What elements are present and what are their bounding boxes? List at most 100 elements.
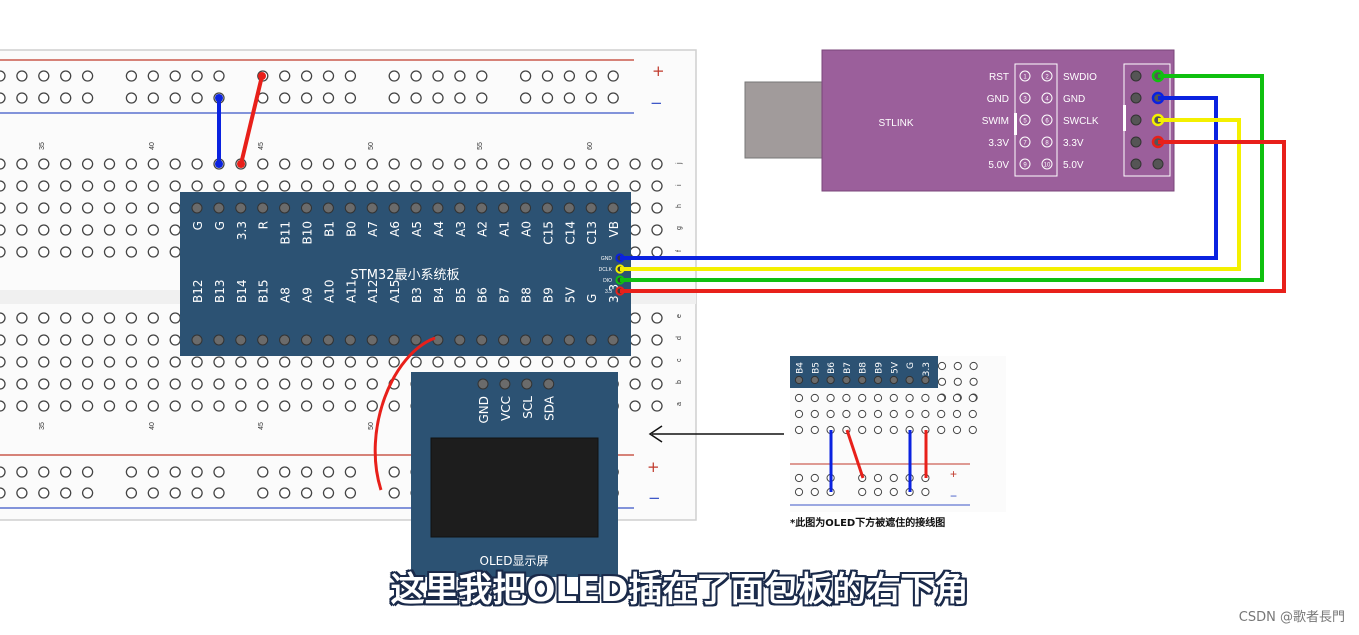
- inset-hole: [921, 409, 930, 419]
- terminal-hole: [344, 356, 357, 368]
- terminal-hole: [541, 180, 554, 192]
- stlink-left-label: SWIM: [982, 116, 1009, 127]
- stm32-debug-pin-label: 3.3: [605, 289, 612, 295]
- terminal-hole: [279, 158, 291, 170]
- terminal-hole: [16, 158, 28, 170]
- terminal-hole: [629, 312, 641, 324]
- stm32-bottom-pin-label: B6: [476, 287, 490, 303]
- terminal-hole: [147, 400, 159, 412]
- terminal-hole: [563, 158, 576, 170]
- rail-hole: [344, 92, 357, 104]
- terminal-hole: [38, 246, 50, 258]
- stm32-top-pin: [322, 202, 334, 214]
- terminal-hole: [388, 400, 400, 412]
- rail-hole: [344, 70, 357, 82]
- stm32-bottom-pin: [344, 334, 356, 346]
- terminal-hole: [147, 334, 159, 346]
- stlink-left-label: 5.0V: [988, 160, 1009, 171]
- inset-pin: [794, 375, 804, 385]
- rail-hole: [585, 92, 597, 104]
- stm32-top-pin: [563, 202, 575, 214]
- terminal-hole: [60, 400, 72, 412]
- stlink-right-label: 3.3V: [1063, 138, 1084, 149]
- stm32-top-pin-label: 3.3: [235, 221, 249, 240]
- stm32-top-pin: [410, 202, 422, 214]
- terminal-hole: [300, 356, 313, 368]
- stm32-bottom-pin: [432, 334, 444, 346]
- bottom-plus-symbol: +: [647, 458, 660, 476]
- terminal-hole: [0, 334, 6, 346]
- terminal-hole: [125, 180, 138, 192]
- terminal-hole: [541, 356, 554, 368]
- column-number: 40: [149, 422, 156, 430]
- terminal-hole: [322, 400, 335, 412]
- stm32-top-pin-label: A0: [520, 221, 534, 237]
- stm32-bottom-pin-label: B14: [235, 279, 249, 303]
- rail-hole: [16, 466, 28, 478]
- inset-rail-hole: [921, 487, 930, 497]
- terminal-hole: [103, 312, 116, 324]
- terminal-hole: [257, 400, 269, 412]
- stm32-top-pin: [213, 202, 225, 214]
- terminal-hole: [38, 158, 50, 170]
- terminal-hole: [344, 180, 357, 192]
- oled-screen: [430, 437, 599, 538]
- terminal-hole: [607, 356, 619, 368]
- rail-hole: [60, 70, 72, 82]
- row-letter: e: [676, 314, 683, 318]
- oled-pin-label: SCL: [521, 396, 535, 419]
- terminal-hole: [169, 180, 181, 192]
- stm32-top-pin-label: B0: [344, 221, 358, 237]
- rail-hole: [322, 92, 335, 104]
- terminal-hole: [169, 400, 181, 412]
- stlink-pin-number: 6: [1045, 119, 1049, 125]
- oled-pin: [521, 378, 533, 390]
- inset-rail-hole: [889, 473, 898, 483]
- rail-hole: [300, 487, 313, 499]
- rail-hole: [125, 92, 138, 104]
- terminal-hole: [125, 246, 138, 258]
- rail-hole: [563, 70, 576, 82]
- inset-hole: [842, 393, 851, 403]
- stlink-pin-ring: [1019, 136, 1031, 148]
- swdio-wire: [620, 74, 1264, 282]
- terminal-hole: [0, 312, 6, 324]
- terminal-hole: [629, 180, 641, 192]
- rail-hole: [257, 466, 269, 478]
- terminal-hole: [169, 246, 181, 258]
- terminal-hole: [169, 224, 181, 236]
- terminal-hole: [125, 202, 138, 214]
- terminal-hole: [279, 400, 291, 412]
- stm32-top-pin-label: C13: [585, 221, 599, 245]
- v33-wire: [620, 140, 1286, 293]
- rail-hole: [125, 466, 138, 478]
- inset-hole: [794, 425, 804, 435]
- rail-hole: [476, 92, 488, 104]
- terminal-hole: [16, 246, 28, 258]
- stm32-bottom-pin-label: A11: [344, 280, 358, 303]
- terminal-hole: [81, 246, 94, 258]
- stm32-bottom-pin: [476, 334, 488, 346]
- rail-hole: [169, 466, 181, 478]
- swclk-wire: [620, 118, 1241, 271]
- rail-hole: [60, 487, 72, 499]
- terminal-hole: [410, 158, 422, 170]
- inset-hole: [937, 393, 946, 403]
- stm32-bottom-pin-label: B7: [498, 287, 512, 303]
- terminal-hole: [410, 356, 422, 368]
- terminal-hole: [16, 224, 28, 236]
- stm32-debug-pin-label: DIO: [603, 278, 612, 284]
- inset-hole: [873, 393, 883, 403]
- terminal-hole: [498, 180, 510, 192]
- terminal-hole: [60, 224, 72, 236]
- rail-hole: [454, 92, 466, 104]
- stm32-bottom-pin: [279, 334, 291, 346]
- stm32-top-pin: [301, 202, 312, 214]
- rail-hole: [519, 92, 532, 104]
- terminal-hole: [344, 400, 357, 412]
- rail-hole: [300, 466, 313, 478]
- inset-hole: [826, 393, 835, 403]
- terminal-hole: [629, 246, 641, 258]
- terminal-hole: [585, 158, 597, 170]
